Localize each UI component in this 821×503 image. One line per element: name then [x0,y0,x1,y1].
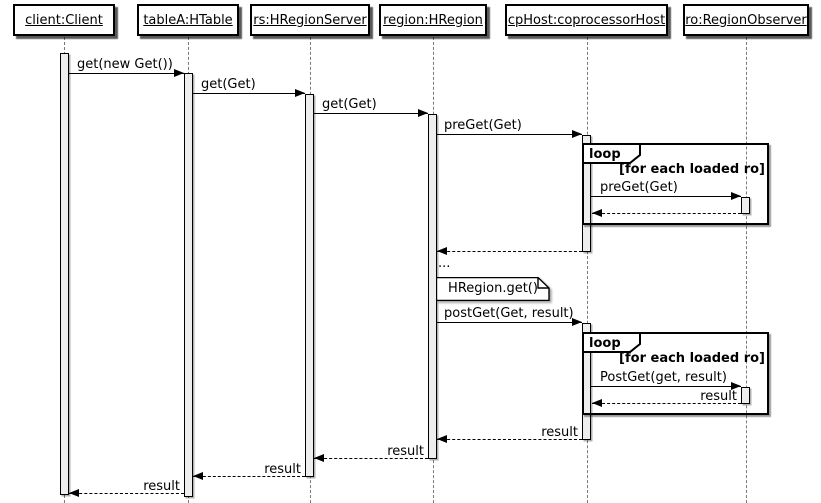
activation-client [60,53,69,495]
message-arrow-preget-loop [591,192,741,200]
message-label: get(Get) [322,97,377,112]
message-label: preGet(Get) [600,180,678,195]
message-arrow-preget [437,130,582,138]
message-label: result [264,462,301,477]
message-arrow-get-new-get [69,69,184,77]
participant-tablea: tableA:HTable [137,4,239,36]
arrowhead-icon [572,318,582,326]
participant-client: client:Client [13,4,115,36]
message-label: result [700,389,737,404]
participant-label-tablea: tableA:HTable [143,12,233,28]
activation-tablea [184,73,193,497]
arrowhead-icon [437,435,447,443]
arrowhead-icon [69,489,79,497]
activation-ro-pre [741,197,750,214]
arrowhead-icon [174,69,184,77]
lifeline-ro [746,37,747,503]
message-arrow-get-2 [314,109,428,117]
message-label: get(Get) [201,77,256,92]
loop-operator-shape [582,332,641,353]
arrowhead-icon [592,209,602,217]
loop-guard-label: [for each loaded ro] [619,162,765,177]
message-label: result [387,444,424,459]
message-arrow-postget [437,318,582,326]
return-arrow-region-rs [314,454,428,462]
message-label: preGet(Get) [444,118,522,133]
message-label: postGet(Get, result) [444,306,574,321]
participant-rs: rs:HRegionServer [250,4,370,36]
return-arrow-preget [437,247,582,255]
participant-label-cphost: cpHost:coprocessorHost [507,12,666,28]
message-label: result [143,479,180,494]
note-hregion-get: HRegion.get() [435,276,550,302]
arrowhead-icon [437,247,447,255]
message-arrow-get-1 [193,89,305,97]
lifeline-cphost [587,37,588,503]
arrowhead-icon [295,89,305,97]
loop-operator-label: loop [589,147,621,162]
ellipsis-label: ... [438,256,451,271]
message-label: result [541,425,578,440]
return-arrow-postget [437,435,582,443]
loop-operator-label: loop [589,336,621,351]
arrowhead-icon [193,472,203,480]
activation-ro-post [741,387,750,404]
participant-cphost: cpHost:coprocessorHost [505,4,668,36]
arrowhead-icon [572,130,582,138]
participant-label-rs: rs:HRegionServer [253,12,367,28]
arrowhead-icon [592,399,602,407]
note-text: HRegion.get() [448,281,538,296]
return-arrow-preget-loop [592,209,741,217]
loop-frame-postget: loop [for each loaded ro] [582,332,769,415]
message-label: get(new Get()) [77,57,173,72]
participant-label-region: region:HRegion [383,12,483,28]
participant-label-ro: ro:RegionObserver [685,12,807,28]
loop-guard-label: [for each loaded ro] [619,351,765,366]
activation-rs [305,94,314,477]
participant-label-client: client:Client [25,12,103,28]
arrowhead-icon [731,192,741,200]
arrowhead-icon [731,382,741,390]
participant-region: region:HRegion [379,4,487,36]
message-label: PostGet(get, result) [600,370,727,385]
return-arrow-rs-tablea [193,472,305,480]
return-arrow-tablea-client [69,489,184,497]
loop-frame-preget: loop [for each loaded ro] [582,143,769,225]
message-arrow-postget-loop [591,382,741,390]
arrowhead-icon [418,109,428,117]
loop-operator-shape [582,143,641,164]
arrowhead-icon [314,454,324,462]
participant-ro: ro:RegionObserver [683,4,809,36]
note-shape [435,276,550,302]
return-arrow-postget-loop [592,399,741,407]
